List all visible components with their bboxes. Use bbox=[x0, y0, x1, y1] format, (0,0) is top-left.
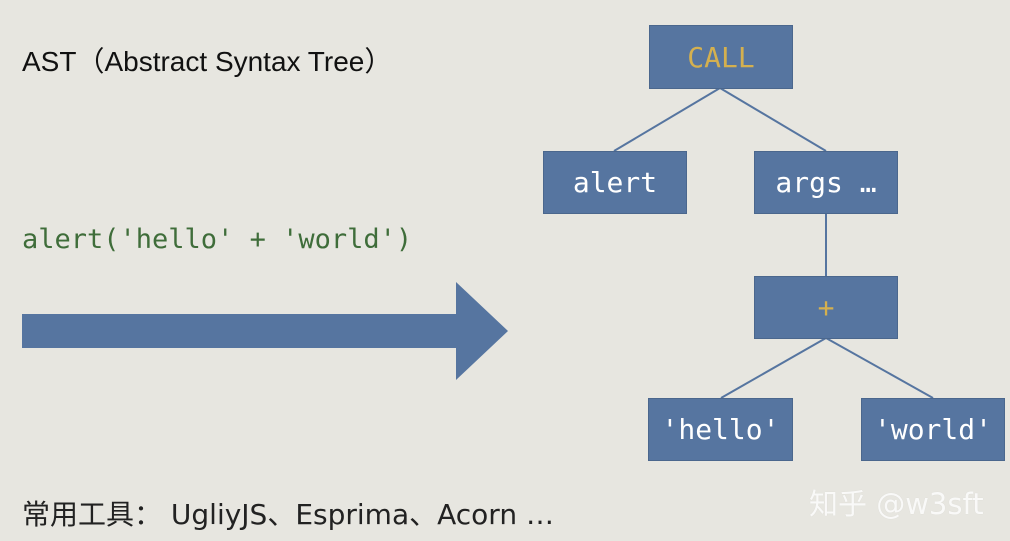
node-hello: 'hello' bbox=[648, 398, 793, 461]
code-snippet: alert('hello' + 'world') bbox=[22, 224, 413, 255]
edge-call-alert bbox=[613, 87, 721, 152]
edge-plus-world bbox=[825, 337, 934, 399]
tools-text: 常用工具： UgliyJS、Esprima、Acorn … bbox=[22, 498, 554, 531]
node-alert: alert bbox=[543, 151, 687, 214]
node-args: args … bbox=[754, 151, 898, 214]
watermark: 知乎 @w3sft bbox=[809, 487, 984, 521]
node-call: CALL bbox=[649, 25, 793, 89]
edge-call-args bbox=[719, 87, 827, 152]
node-world: 'world' bbox=[861, 398, 1005, 461]
node-plus: + bbox=[754, 276, 898, 339]
edge-plus-hello bbox=[720, 337, 827, 399]
right-arrow-icon bbox=[22, 282, 508, 380]
page-title: AST（Abstract Syntax Tree） bbox=[22, 46, 393, 77]
